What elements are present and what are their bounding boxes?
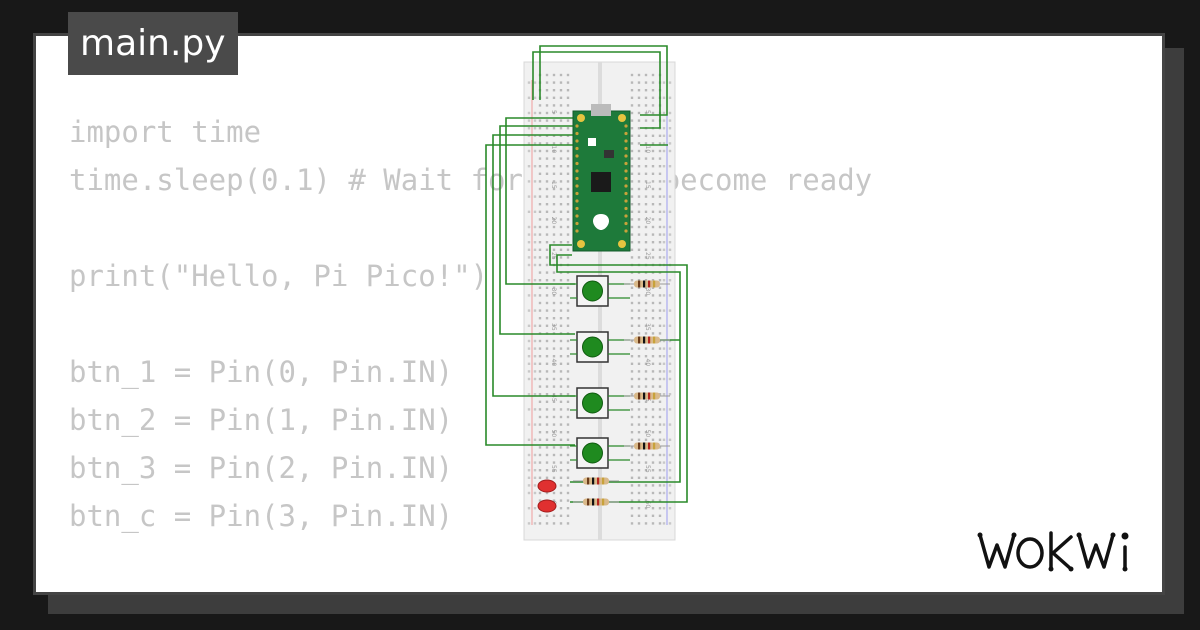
push-buttons[interactable] — [570, 275, 630, 469]
wokwi-logo-icon — [977, 531, 1129, 572]
row-number: 45 — [550, 394, 557, 402]
resistor-button-1 — [624, 280, 670, 288]
code-line: btn_2 = Pin(1, Pin.IN) — [69, 403, 454, 437]
wire-btnc — [485, 144, 575, 446]
row-number: 40 — [550, 359, 557, 367]
row-number: 5 — [550, 110, 557, 114]
code-line: print("Hello, Pi Pico!") — [69, 259, 489, 293]
push-button-2[interactable] — [570, 331, 630, 363]
led-red-2 — [537, 499, 557, 513]
row-number: 5 — [644, 110, 651, 114]
row-number: 35 — [644, 323, 651, 331]
resistor-button-2 — [624, 336, 670, 344]
wire-btn3 — [492, 134, 575, 397]
file-tab[interactable]: main.py — [68, 12, 238, 75]
push-button-1[interactable] — [570, 275, 630, 307]
row-number: 25 — [550, 252, 557, 260]
raspberry-pi-icon — [593, 214, 609, 230]
wire-power-top-2 — [539, 45, 668, 116]
code-line: btn_c = Pin(3, Pin.IN) — [69, 499, 454, 533]
led-red-1 — [537, 479, 557, 493]
row-number: 55 — [644, 465, 651, 473]
red-leds[interactable] — [537, 479, 557, 513]
wire-led-2 — [556, 254, 681, 483]
push-button-3[interactable] — [570, 387, 630, 419]
code-line: btn_3 = Pin(2, Pin.IN) — [69, 451, 454, 485]
resistor-button-4 — [624, 442, 670, 450]
row-number: 15 — [550, 181, 557, 189]
usb-port-icon — [591, 104, 611, 116]
resistor-button-3 — [624, 392, 670, 400]
row-number: 10 — [550, 146, 557, 154]
code-line: import time — [69, 115, 262, 149]
row-number: 60 — [644, 501, 651, 509]
wire-power-top — [532, 51, 661, 129]
row-number: 10 — [644, 146, 651, 154]
push-button-4[interactable] — [570, 437, 630, 469]
row-number: 30 — [550, 288, 557, 296]
row-number: 30 — [644, 288, 651, 296]
wire-btn1 — [505, 117, 575, 285]
row-number: 15 — [644, 181, 651, 189]
row-number: 20 — [644, 217, 651, 225]
wire-btn2 — [499, 125, 575, 335]
row-number: 40 — [644, 359, 651, 367]
resistors — [573, 280, 670, 506]
row-number: 50 — [550, 430, 557, 438]
wire-led-1 — [549, 244, 688, 503]
resistor-led-1 — [573, 477, 619, 485]
row-number: 50 — [644, 430, 651, 438]
row-number: 20 — [550, 217, 557, 225]
row-number: 55 — [550, 465, 557, 473]
file-tab-title: main.py — [80, 23, 226, 64]
raspberry-pi-pico[interactable] — [572, 104, 631, 252]
code-line: btn_1 = Pin(0, Pin.IN) — [69, 355, 454, 389]
resistor-led-2 — [573, 498, 619, 506]
wires — [485, 45, 688, 503]
rp2040-chip — [591, 172, 611, 192]
row-number: 25 — [644, 252, 651, 260]
row-number: 35 — [550, 323, 557, 331]
